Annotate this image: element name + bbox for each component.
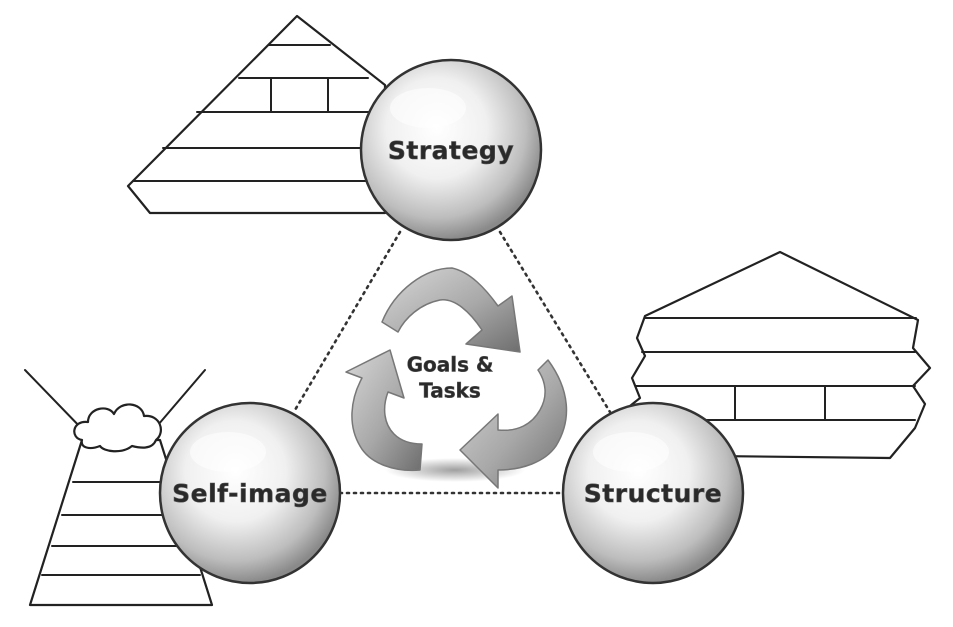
triangle-connectors: [293, 230, 612, 495]
center-label-line1: Goals &: [407, 353, 494, 377]
self-image-node: Self-image: [158, 401, 342, 585]
self-image-label: Self-image: [172, 479, 328, 508]
connector-strategy-selfimage: [293, 230, 402, 412]
stepped-pyramid-icon: [126, 14, 387, 215]
strategy-node: Strategy: [359, 58, 543, 242]
center-label-line2: Tasks: [419, 379, 481, 403]
recycle-arrows-icon: Goals & Tasks: [345, 267, 568, 489]
connector-strategy-structure: [498, 230, 612, 414]
structure-label: Structure: [584, 479, 722, 508]
structure-node: Structure: [561, 401, 745, 585]
strategy-label: Strategy: [388, 136, 514, 165]
layered-house-icon: [623, 250, 932, 460]
